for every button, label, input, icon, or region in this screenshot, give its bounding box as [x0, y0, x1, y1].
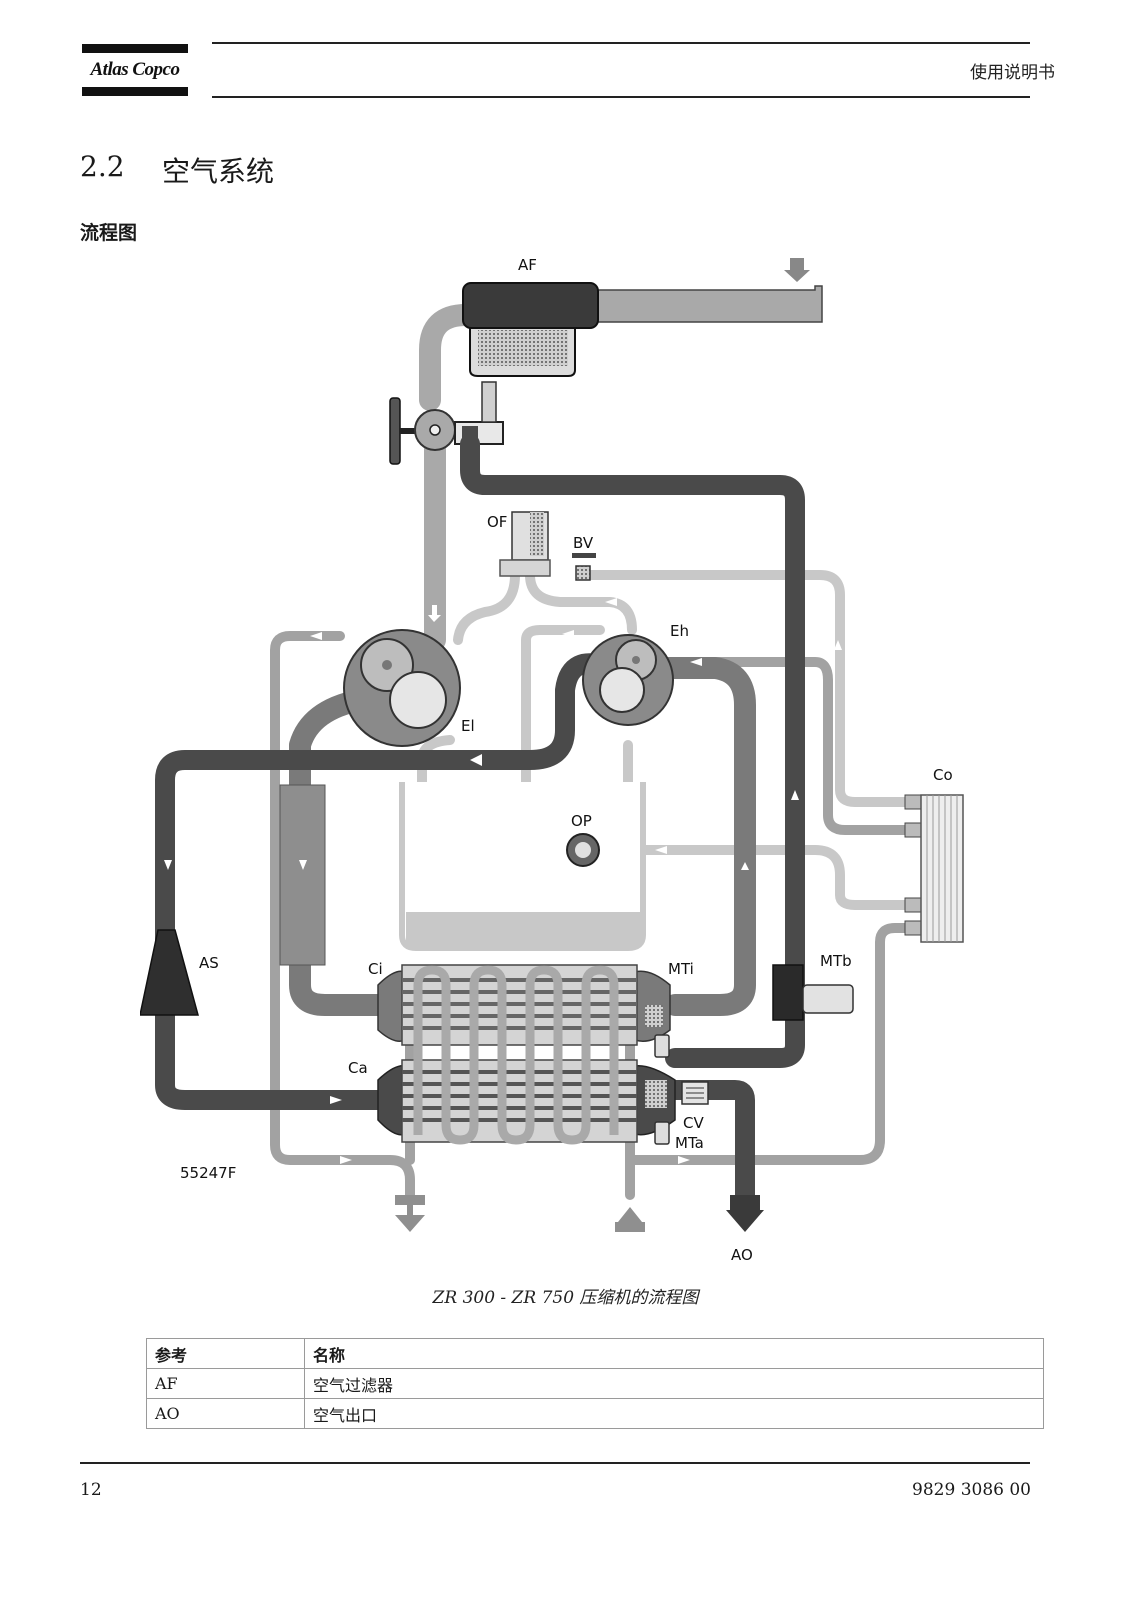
legend-header-row: 参考 名称: [146, 1338, 1044, 1369]
logo-bar-top: [82, 44, 188, 53]
label-ci: Ci: [368, 960, 383, 978]
subheading: 流程图: [80, 222, 138, 244]
air-filter-inlet-duct: [593, 258, 823, 323]
label-co: Co: [933, 766, 953, 784]
pulsation-damper: [279, 784, 326, 966]
label-cv: CV: [683, 1114, 704, 1132]
flow-diagram: AF OF BV Eh El Co OP AS Ci MTi MTb Ca CV…: [140, 256, 964, 1264]
high-pressure-element: [582, 634, 674, 726]
header-rule-top: [212, 42, 1030, 44]
label-eh: Eh: [670, 622, 689, 640]
intercooler: [377, 964, 671, 1046]
flow-arrows: [164, 598, 842, 1232]
label-mti: MTi: [668, 960, 694, 978]
air-filter: [462, 282, 599, 377]
oil-pump: [566, 833, 600, 867]
legend-table: 参考 名称 AF 空气过滤器 AO 空气出口: [146, 1338, 1044, 1429]
inlet-throttle-valve: [389, 381, 504, 465]
mti-drain: [654, 1034, 670, 1058]
header-title: 使用说明书: [970, 63, 1055, 83]
label-of: OF: [487, 513, 507, 531]
ci-drain-trap: [645, 1005, 663, 1027]
legend-header-ref: 参考: [146, 1338, 305, 1369]
label-el: El: [461, 717, 475, 735]
atlas-copco-logo: Atlas Copco: [82, 44, 188, 96]
mta-drain: [654, 1121, 670, 1145]
table-row: AF 空气过滤器: [146, 1368, 1044, 1399]
legend-ref-cell: AO: [146, 1398, 305, 1429]
logo-wordmark: Atlas Copco: [90, 59, 180, 80]
check-valve: [681, 1081, 709, 1105]
oil-filter: [499, 511, 551, 577]
header-rule-bottom: [212, 96, 1030, 98]
section-title: 空气系统: [162, 155, 275, 188]
figure-id: 55247F: [180, 1164, 236, 1182]
figure-caption: ZR 300 - ZR 750 压缩机的流程图: [432, 1288, 699, 1308]
legend-name-cell: 空气出口: [304, 1398, 1044, 1429]
compressed-air-circuit: [155, 434, 805, 1205]
oil-tank: [399, 782, 646, 951]
document-number: 9829 3086 00: [912, 1480, 1031, 1500]
legend-ref-cell: AF: [146, 1368, 305, 1399]
ca-drain-trap: [645, 1080, 667, 1108]
cooling-water-coil: [413, 965, 619, 1145]
blow-off-silencer: [772, 964, 854, 1021]
legend-header-name: 名称: [304, 1338, 1044, 1369]
label-ao: AO: [731, 1246, 753, 1264]
intermediate-air-circuit: [289, 657, 756, 1016]
label-op: OP: [571, 812, 592, 830]
intake-air-circuit: [419, 304, 477, 651]
low-pressure-element: [343, 629, 461, 747]
label-mta: MTa: [675, 1134, 704, 1152]
label-ca: Ca: [348, 1059, 368, 1077]
label-as: AS: [199, 954, 219, 972]
page-number: 12: [80, 1480, 102, 1500]
footer-rule: [80, 1462, 1030, 1464]
logo-bar-bottom: [82, 87, 188, 96]
legend-name-cell: 空气过滤器: [304, 1368, 1044, 1399]
oil-cooler: [904, 794, 964, 943]
bypass-valve: [572, 553, 596, 581]
section-number: 2.2: [80, 150, 125, 183]
table-row: AO 空气出口: [146, 1398, 1044, 1429]
oil-circuit: [417, 570, 910, 915]
label-bv: BV: [573, 534, 594, 552]
label-mtb: MTb: [820, 952, 852, 970]
component-labels: AF OF BV Eh El Co OP AS Ci MTi MTb Ca CV…: [180, 256, 953, 1264]
label-af: AF: [518, 256, 537, 274]
air-silencer: [140, 929, 199, 1016]
